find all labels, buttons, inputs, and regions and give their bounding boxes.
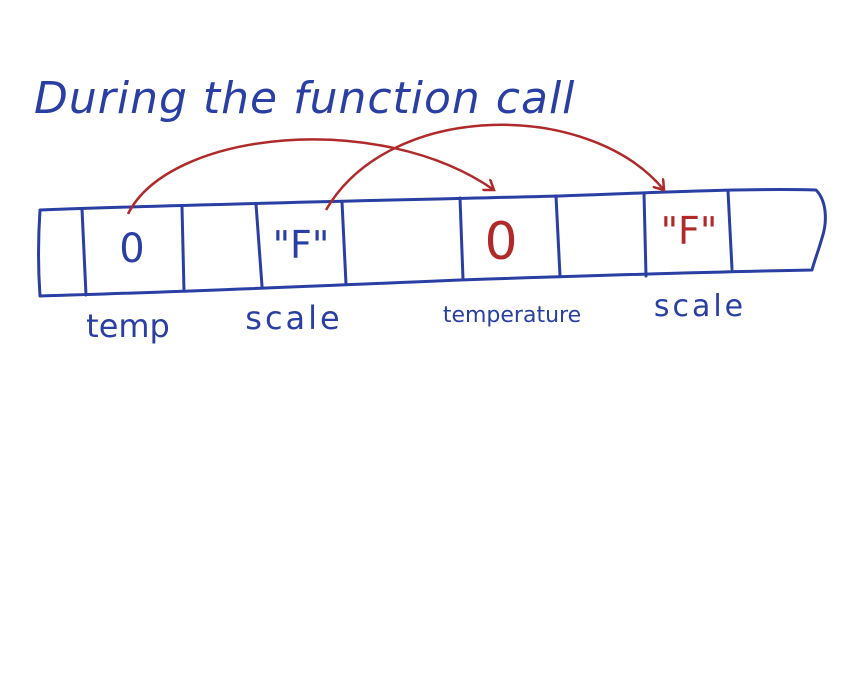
label-temperature: temperature bbox=[443, 303, 581, 328]
divider-2 bbox=[180, 205, 186, 293]
temperature-value: 0 bbox=[484, 212, 517, 272]
divider-8 bbox=[726, 189, 734, 271]
arrow-scale-to-param-scale bbox=[324, 123, 664, 211]
divider-4 bbox=[340, 200, 348, 286]
diagram-title: During the function call bbox=[34, 73, 575, 124]
divider-6 bbox=[554, 194, 562, 278]
arrow-temp-to-temperature bbox=[126, 138, 494, 215]
cell-dividers bbox=[80, 189, 734, 297]
divider-7 bbox=[642, 191, 648, 278]
temp-value: 0 bbox=[119, 226, 144, 272]
label-temp: temp bbox=[86, 307, 170, 345]
label-param-scale: scale bbox=[654, 289, 746, 324]
divider-5 bbox=[458, 196, 465, 281]
scale-value: "F" bbox=[273, 223, 330, 267]
divider-1 bbox=[80, 207, 88, 297]
label-scale: scale bbox=[245, 299, 342, 337]
memory-strip-outline bbox=[37, 188, 827, 298]
divider-3 bbox=[254, 202, 264, 288]
param-scale-value: "F" bbox=[661, 209, 718, 253]
